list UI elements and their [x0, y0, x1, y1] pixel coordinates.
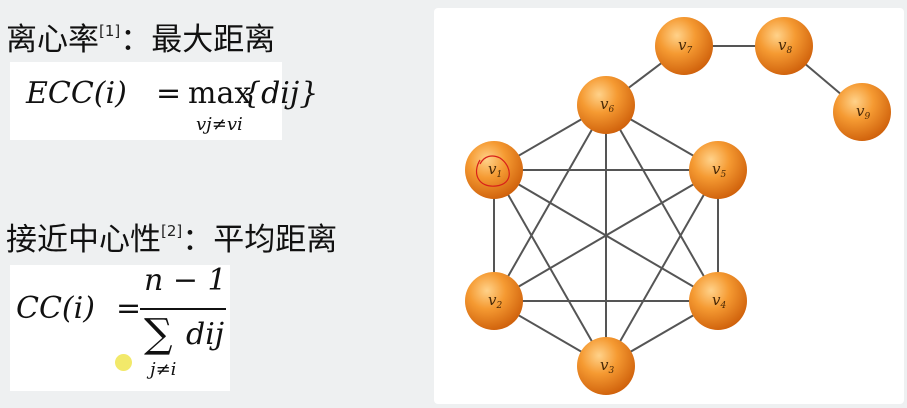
ecc-max: max	[188, 76, 252, 111]
node-circle-v3	[577, 337, 635, 395]
node-circle-v6	[577, 76, 635, 134]
sum-symbol: ∑	[144, 311, 173, 357]
node-v3: v3	[577, 337, 635, 395]
node-v6: v6	[577, 76, 635, 134]
node-v4: v4	[689, 272, 747, 330]
cc-equals: =	[116, 291, 142, 326]
node-circle-v7	[655, 17, 713, 75]
ecc-heading: 离心率[1]：最大距离	[6, 14, 275, 59]
network-graph: v1 v2 v3 v4 v5 v6 v7 v8 v9	[465, 17, 891, 395]
edge-v2-v6	[493, 104, 607, 302]
hand-drawn-circle	[475, 155, 510, 187]
ecc-max-subscript: vj≠vi	[196, 114, 243, 135]
node-circle-v1	[465, 141, 523, 199]
cc-desc: ：平均距离	[182, 222, 338, 258]
node-v1: v1	[465, 141, 523, 199]
fraction-bar	[140, 308, 226, 310]
pointer-highlight	[115, 354, 132, 371]
edges-layer	[493, 45, 863, 367]
node-v8: v8	[755, 17, 813, 75]
cc-formula: CC(i) = n − 1 ∑ dij j≠i	[10, 263, 230, 391]
ecc-lhs: ECC(i)	[26, 76, 127, 111]
cc-heading-text: 接近中心性	[6, 222, 161, 258]
node-circle-v9	[833, 83, 891, 141]
edge-v3-v5	[605, 169, 719, 367]
cc-denominator: dij	[186, 317, 225, 352]
node-circle-v8	[755, 17, 813, 75]
node-v7: v7	[655, 17, 713, 75]
cc-sum-subscript: j≠i	[150, 359, 177, 380]
annotation-layer	[475, 155, 510, 187]
cc-ref: [2]	[161, 222, 183, 240]
ecc-ref: [1]	[99, 22, 121, 40]
node-circle-v5	[689, 141, 747, 199]
cc-heading: 接近中心性[2]：平均距离	[6, 214, 337, 259]
node-circle-v4	[689, 272, 747, 330]
ecc-heading-text: 离心率	[6, 22, 99, 58]
nodes-layer: v1 v2 v3 v4 v5 v6 v7 v8 v9	[465, 17, 891, 395]
cc-numerator: n − 1	[144, 263, 227, 298]
ecc-formula: ECC(i) = max vj≠vi {dij}	[10, 62, 318, 140]
node-v2: v2	[465, 272, 523, 330]
node-v5: v5	[689, 141, 747, 199]
graph-panel: v1 v2 v3 v4 v5 v6 v7 v8 v9	[434, 8, 904, 404]
node-v9: v9	[833, 83, 891, 141]
node-circle-v2	[465, 272, 523, 330]
ecc-equals: =	[156, 76, 182, 111]
ecc-desc: ：最大距离	[120, 22, 276, 58]
ecc-term: {dij}	[242, 76, 319, 111]
edge-v4-v6	[605, 104, 719, 302]
cc-lhs: CC(i)	[16, 291, 95, 326]
